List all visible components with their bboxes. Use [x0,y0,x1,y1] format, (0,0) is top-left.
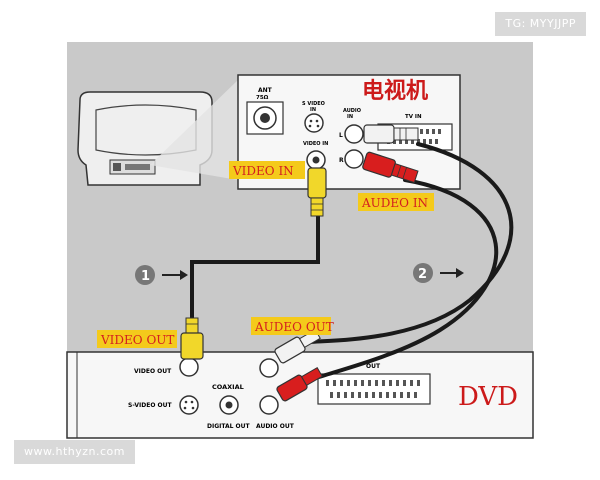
dvd-scart-out-label: OUT [366,363,381,370]
svg-text:1: 1 [141,269,150,284]
arrow-right-icon [180,270,188,280]
dvd-title: DVD [458,382,518,412]
audeo-in-label: AUDEO IN [358,193,434,211]
tv-svideo-sub: IN [310,107,316,113]
dvd-audio-l-socket [259,358,279,378]
svg-text:VIDEO OUT: VIDEO OUT [100,333,174,347]
tv-videoin-small: VIDEO IN [303,141,328,147]
dvd-audio-out-label: AUDIO OUT [256,423,295,430]
ant-label: ANT [258,87,273,94]
dvd-video-plug-yellow [180,317,204,360]
tv-svideo-label: S VIDEO [302,101,325,107]
tv-audio-r-socket [344,149,364,169]
watermark-bottom: www.hthyzn.com [14,440,135,464]
tv-audio-plug-white [363,124,419,144]
svg-text:VIDEO IN: VIDEO IN [232,164,294,178]
tv-in-label: TV IN [405,114,422,120]
svg-text:AUDEO OUT: AUDEO OUT [254,320,334,334]
dvd-svideo-out-socket [179,395,199,415]
svg-text:2: 2 [418,267,427,282]
zoom-wedge [150,80,238,180]
tv-audioin-sub: IN [347,114,353,120]
audio-right-cable [314,178,499,380]
tv-svideo-socket [304,113,324,133]
ant-sub-label: 75Ω [256,95,269,101]
dvd-svideo-out-small: S-VIDEO OUT [128,402,172,409]
tv-audio-plug-red [362,151,419,184]
plugs [180,124,419,402]
dvd-audio-r-socket [259,395,279,415]
dvd-coaxial-label: COAXIAL [212,383,244,391]
step-two-marker: 2 [413,263,464,283]
arrow-right-icon [456,268,464,278]
tv-video-plug-yellow [307,167,327,217]
video-out-label: VIDEO OUT [97,330,177,348]
audeo-out-label: AUDEO OUT [251,317,334,335]
dvd-audio-plug-red [276,366,323,402]
dvd-digital-out-label: DIGITAL OUT [207,423,251,430]
tv-r-label: R [339,157,344,164]
tv-l-label: L [339,132,343,139]
dvd-video-out-small: VIDEO OUT [134,368,172,375]
audio-left-cable [308,142,514,344]
video-in-label: VIDEO IN [229,161,305,179]
tv-title: 电视机 [362,78,428,104]
step-one-marker: 1 [135,265,188,285]
svg-text:AUDEO IN: AUDEO IN [361,196,428,210]
dvd-scart-socket [317,373,431,405]
video-cable [190,213,320,322]
dvd-video-out-socket [179,357,199,377]
dvd-panel: VIDEO OUT S-VIDEO OUT COAXIAL DIGITAL OU… [66,351,534,439]
watermark-top: TG: MYYJJPP [495,12,586,36]
tv-audioin-small: AUDIO [343,108,361,114]
cables [190,142,514,380]
tv-audio-l-socket [344,124,364,144]
